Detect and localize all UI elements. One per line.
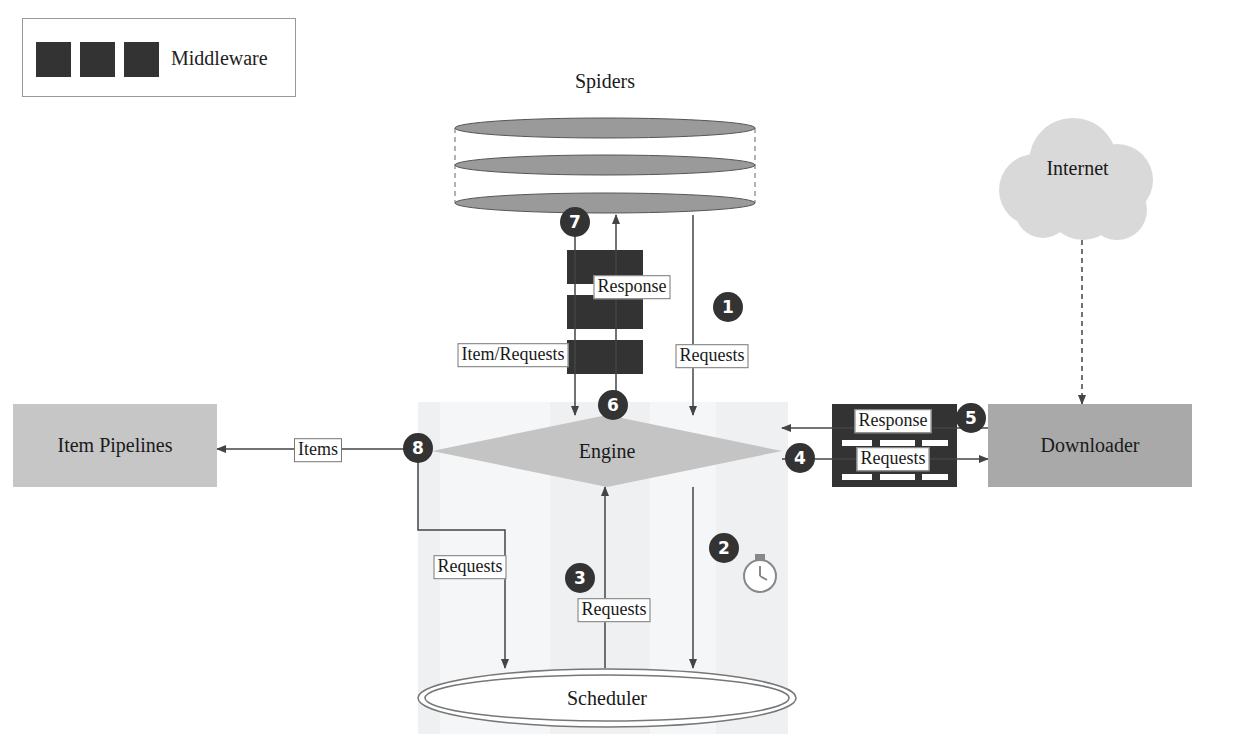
flow-arrow: [574, 215, 576, 415]
node-label: Spiders: [575, 70, 635, 93]
pipeline-box: Item Pipelines: [13, 404, 217, 487]
flow-arrow: [615, 215, 617, 415]
downloader-box: Downloader: [988, 404, 1192, 487]
callout-number: 1: [713, 292, 743, 322]
legend-swatch: [36, 42, 71, 77]
internet-cloud: Internet: [995, 110, 1160, 240]
edge-label: Item/Requests: [458, 343, 569, 367]
node-label: Downloader: [1041, 434, 1140, 457]
legend-swatch: [124, 42, 159, 77]
edge-label: Response: [594, 275, 671, 299]
legend-row: Middleware: [23, 19, 295, 98]
node-label: Item Pipelines: [58, 434, 173, 457]
edge-label: Items: [294, 438, 342, 462]
flow-arrow: [692, 215, 694, 415]
edge-label: Response: [855, 409, 932, 433]
diamond-shape: [432, 415, 782, 487]
ellipse-inner: [425, 675, 789, 721]
edge-label: Requests: [578, 598, 651, 622]
cloud-shape: [999, 118, 1153, 240]
edge-label: Requests: [434, 555, 507, 579]
downloader-middleware: [832, 404, 957, 487]
legend-box: Middleware: [22, 18, 296, 97]
stopwatch-icon: [744, 555, 776, 592]
callout-number: 2: [709, 533, 739, 563]
edge-label: Requests: [857, 447, 930, 471]
callout-number: 3: [565, 563, 595, 593]
spider-middleware: [567, 250, 643, 374]
node-label: Engine: [579, 440, 636, 463]
engine-diamond: Engine: [432, 415, 782, 487]
callout-number: 4: [785, 443, 815, 473]
ellipse-outer: [418, 669, 796, 727]
flow-arrow: [692, 487, 694, 668]
node-label: Internet: [1046, 157, 1108, 180]
spider-ellipses: [455, 118, 755, 213]
legend-label: Middleware: [171, 47, 268, 70]
callout-number: 8: [403, 433, 433, 463]
flow-arrow: [1081, 240, 1083, 404]
callout-number: 6: [598, 390, 628, 420]
callout-number: 5: [956, 403, 986, 433]
spider-stack: Spiders: [455, 68, 755, 215]
callout-number: 7: [560, 207, 590, 237]
scheduler-ellipse: Scheduler: [417, 668, 797, 728]
flow-arrow: [604, 487, 606, 668]
legend-swatch: [80, 42, 115, 77]
node-label: Scheduler: [567, 687, 647, 710]
edge-label: Requests: [676, 344, 749, 368]
